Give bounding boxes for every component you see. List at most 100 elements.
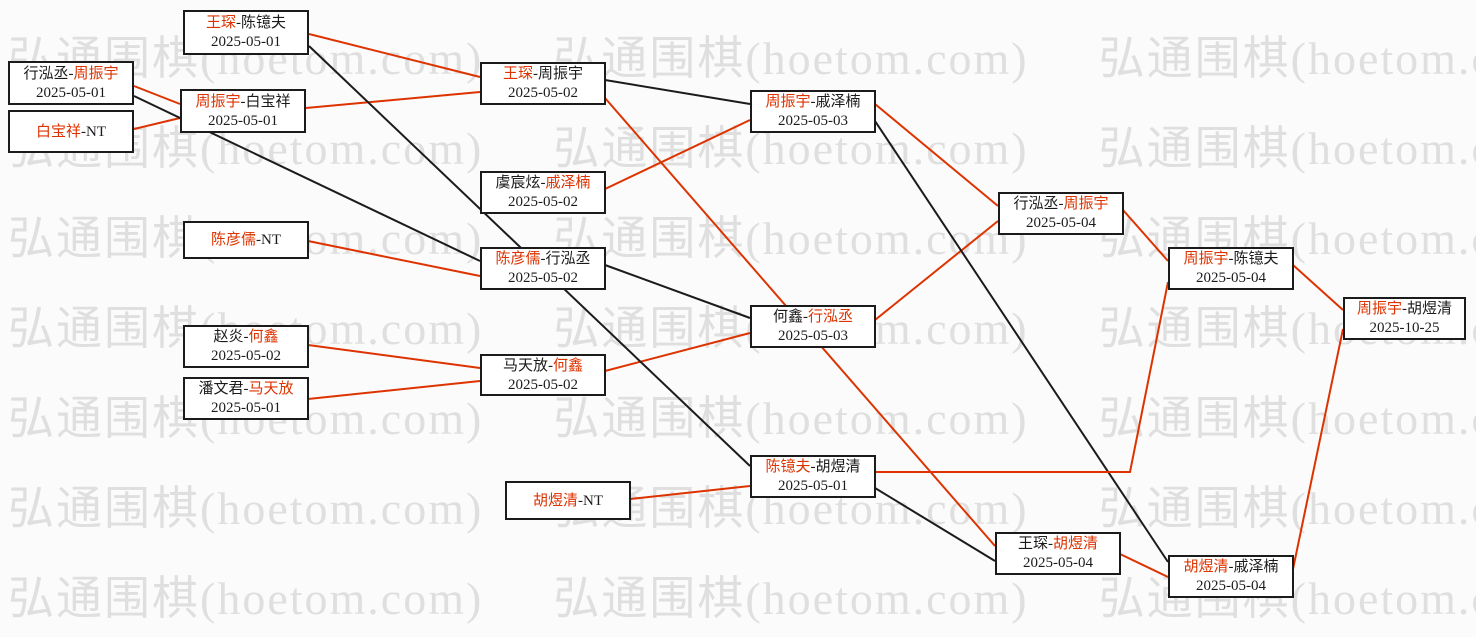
link-G-L	[307, 380, 481, 400]
match-players: 王琛-周振宇	[503, 64, 583, 84]
player-2: 戚泽楠	[545, 175, 591, 191]
match-players: 胡煜清-NT	[533, 491, 603, 511]
link-H-O	[629, 485, 751, 500]
player-1: 陈镱夫	[765, 459, 811, 475]
match-date: 2025-10-25	[1369, 320, 1440, 336]
player-2: 何鑫	[553, 357, 584, 374]
player-1: 周振宇	[1356, 301, 1402, 317]
separator: -	[540, 175, 546, 191]
player-2: 行泓丞	[808, 309, 854, 325]
match-players: 赵炎-何鑫	[213, 327, 278, 347]
link-R-T	[1292, 264, 1344, 311]
match-players: 周振宇-胡煜清	[1357, 299, 1452, 319]
player-2: 周振宇	[1063, 196, 1109, 212]
link-A-I	[308, 33, 481, 78]
match-players: 虞宸炫-戚泽楠	[495, 173, 590, 193]
link-F-L	[307, 344, 481, 369]
link-C-D	[133, 117, 181, 130]
link-M-P	[874, 103, 999, 207]
separator: -	[1058, 196, 1064, 212]
player-1: 虞宸炫	[495, 175, 541, 191]
player-1: 王琛	[502, 66, 533, 82]
match-date: 2025-05-01	[208, 112, 278, 129]
match-players: 行泓丞-周振宇	[1013, 194, 1108, 214]
link-O-R	[875, 281, 1169, 473]
player-2: 陈镱夫	[1233, 251, 1279, 267]
player-2: 行泓丞	[545, 251, 591, 267]
player-2: 戚泽楠	[1233, 559, 1279, 575]
player-2: 胡煜清	[815, 459, 861, 475]
player-1: 周振宇	[765, 94, 811, 110]
match-date: 2025-05-02	[508, 376, 578, 393]
separator: -	[1402, 301, 1407, 317]
player-1: 陈彦儒	[495, 251, 541, 267]
match-date: 2025-05-01	[778, 478, 848, 494]
match-date: 2025-05-04	[1196, 578, 1266, 594]
link-Q-S	[1119, 553, 1169, 578]
player-1: 白宝祥	[35, 123, 81, 140]
separator: -	[243, 381, 249, 397]
player-1: 潘文君	[198, 381, 244, 397]
match-players: 陈彦儒-NT	[211, 230, 281, 250]
player-1: 赵炎	[213, 329, 244, 345]
player-2: 陈镱夫	[241, 15, 287, 31]
player-1: 何鑫	[772, 309, 803, 325]
separator: -	[548, 357, 553, 374]
player-1: 马天放	[502, 357, 548, 374]
match-players: 马天放-何鑫	[503, 356, 583, 376]
separator: -	[256, 232, 261, 248]
player-2: 周振宇	[73, 65, 119, 82]
player-2: 胡煜清	[1053, 536, 1099, 552]
player-1: 胡煜清	[1183, 559, 1229, 575]
match-players: 陈彦儒-行泓丞	[495, 249, 590, 269]
player-2: 何鑫	[248, 329, 279, 345]
match-date: 2025-05-02	[211, 348, 281, 364]
match-box-H[interactable]: 胡煜清-NT	[505, 481, 631, 520]
separator: -	[240, 93, 246, 110]
match-date: 2025-05-03	[778, 328, 848, 344]
separator: -	[803, 309, 808, 325]
link-K-N	[604, 264, 751, 319]
match-players: 周振宇-戚泽楠	[765, 92, 860, 112]
separator: -	[578, 492, 583, 509]
link-D-I	[305, 91, 481, 109]
match-date: 2025-05-01	[211, 34, 281, 50]
player-1: 行泓丞	[1013, 196, 1059, 212]
player-1: 周振宇	[195, 93, 241, 110]
match-date: 2025-05-02	[508, 85, 578, 101]
player-1: 行泓丞	[23, 65, 69, 82]
link-P-R	[1122, 209, 1169, 262]
match-date: 2025-05-03	[778, 113, 848, 129]
match-box-E[interactable]: 陈彦儒-NT	[183, 221, 309, 259]
match-players: 王琛-胡煜清	[1018, 534, 1098, 554]
match-players: 何鑫-行泓丞	[773, 307, 853, 327]
match-players: 周振宇-白宝祥	[195, 92, 290, 112]
separator: -	[533, 66, 538, 82]
match-players: 行泓丞-周振宇	[23, 64, 118, 84]
match-date: 2025-05-04	[1196, 270, 1266, 286]
link-M-S	[874, 120, 1169, 563]
match-date: 2025-05-02	[508, 194, 578, 210]
link-L-N	[604, 332, 751, 372]
separator: -	[1228, 251, 1234, 267]
match-box-C[interactable]: 白宝祥-NT	[8, 110, 134, 153]
